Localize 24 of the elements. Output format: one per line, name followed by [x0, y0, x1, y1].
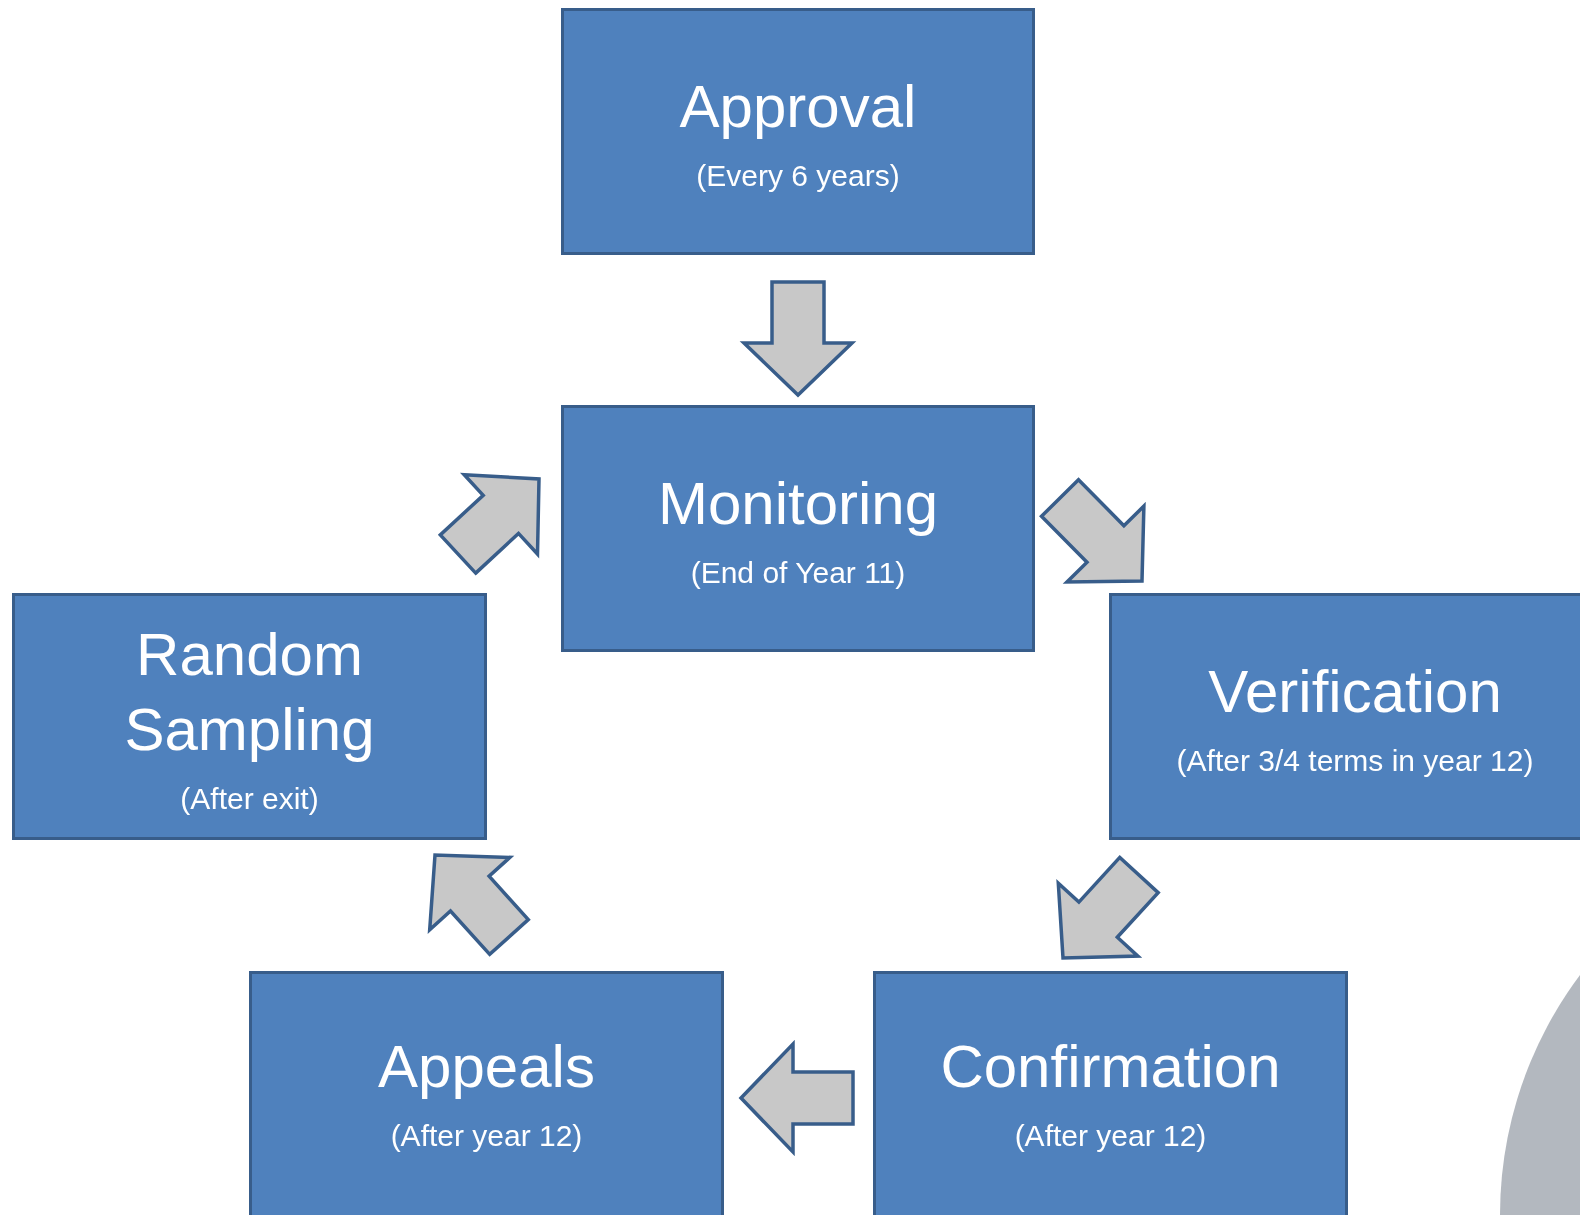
box-title: Verification: [1207, 657, 1503, 727]
process-box: [561, 405, 1035, 652]
block-arrow: [1039, 477, 1146, 584]
box-title: Approval: [678, 72, 918, 142]
block-arrow: [437, 472, 541, 576]
box-subtitle: (Every 6 years): [696, 158, 900, 194]
block-arrow: [739, 280, 857, 398]
block-arrow: [738, 1039, 855, 1157]
block-arrow: [1056, 854, 1161, 960]
block-arrow: [427, 853, 531, 957]
box-subtitle: (After exit): [180, 780, 319, 817]
process-box: [561, 8, 1035, 255]
process-box: [12, 593, 487, 840]
box-title: Random Sampling: [123, 619, 376, 765]
box-subtitle: (End of Year 11): [690, 555, 906, 591]
process-box: [873, 971, 1348, 1215]
box-title: Confirmation: [939, 1032, 1282, 1102]
process-box: [1109, 593, 1580, 840]
box-title: Monitoring: [656, 469, 940, 539]
box-subtitle: (After 3/4 terms in year 12): [1176, 743, 1534, 779]
box-subtitle: (After year 12): [390, 1118, 583, 1154]
box-title: Appeals: [377, 1032, 596, 1102]
box-subtitle: (After year 12): [1014, 1118, 1207, 1154]
process-box: [249, 971, 724, 1215]
